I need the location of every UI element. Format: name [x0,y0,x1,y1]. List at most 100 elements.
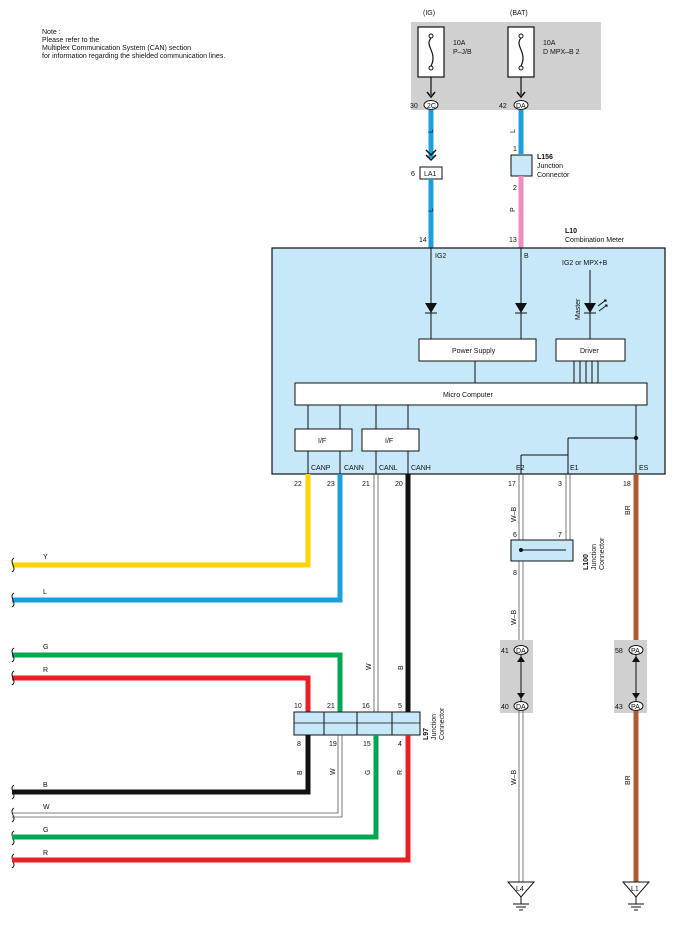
led-label: Master [575,298,582,320]
terminal-label: CANH [411,465,431,472]
wire-y [12,474,311,568]
wire-break-marks [11,557,15,869]
chevron-up-icon [632,656,640,662]
chevron-down-icon [426,91,436,99]
pin-number: 22 [294,481,302,488]
component-name: Connector [537,172,570,179]
note-line: Please refer to the [42,37,99,44]
pin-number: 20 [395,481,403,488]
block-label: I/F [385,438,393,445]
ground-triangle [621,881,651,898]
connector-code: DA [516,103,526,110]
pin-number: 41 [501,648,509,655]
terminal-label: ES [639,465,649,472]
fuse-rating: 10A [453,40,466,47]
pin-number: 10 [294,703,302,710]
fuse-element-icon [428,37,434,67]
component-name: Junction [591,544,598,570]
top-wires: L LA1 6 L 14 L 1 L156 Junction Connector… [411,110,570,248]
ground-icon [628,903,644,911]
supply-label: IG2 or MPX+B [562,260,608,267]
wire-g [12,652,343,712]
ground-id: L4 [516,886,524,893]
note-block: Note : Please refer to the Multiplex Com… [42,29,225,60]
component-name: Connector [599,537,606,570]
power-supply-block [418,338,537,362]
ground-id: L1 [631,886,639,893]
junction-connector-l97: 10 21 16 5 8 19 15 4 L97 Junction Connec… [293,703,446,748]
pin-number: 19 [329,741,337,748]
left-wire-labels: Y L G R B W G R [43,554,50,857]
es-ground-path: BR PA 58 PA 43 BR L1 [614,474,651,911]
fuse-name: D MPX–B 2 [543,49,580,56]
connector-code: PA [631,648,640,655]
pin-number: 16 [362,703,370,710]
pin-number: 23 [327,481,335,488]
wire-color-label: R [43,667,48,674]
pin-number: 8 [297,741,301,748]
light-emission-icon [597,299,608,312]
component-id: L97 [423,728,430,740]
pin-number: 8 [513,570,517,577]
pin-number: 5 [398,703,402,710]
e2-ground-path: W–B 6 7 8 L100 Junction Connector W–B DA… [500,474,606,911]
pin-number: 2 [513,185,517,192]
connector-code: 2C [427,103,436,110]
pin-number: 6 [411,171,415,178]
connector-oval [513,100,529,110]
pin-number: 58 [615,648,623,655]
terminal-label: IG2 [435,253,446,260]
micro-computer-block [294,382,648,406]
wire-color-label: W [43,804,50,811]
terminal-label: CANP [311,465,331,472]
terminal-label: CANN [344,465,364,472]
wire-color-label: Y [43,554,48,561]
note-line: for information regarding the shielded c… [42,53,225,60]
wire-color-label: W [330,768,337,775]
interface-block-1 [294,428,353,452]
if-bus-lines [307,405,409,429]
wire-b [12,735,311,795]
driver-bus [573,361,599,383]
pin-number: 6 [513,532,517,539]
fuse-rating: 10A [543,40,556,47]
fuse-name: P–J/B [453,49,472,56]
pin-number: 21 [362,481,370,488]
terminal-label: E2 [516,465,525,472]
wire-r [12,735,411,863]
wire-color-label: R [397,770,404,775]
note-title: Note : [42,29,61,36]
fuse-ig: (IG) 10A P–J/B 2C 30 [410,10,501,110]
wire-color-label: P [510,207,517,212]
ground-icon [513,903,529,911]
connector-oval [628,701,644,711]
wire-color-label: G [43,644,48,651]
chevron-down-icon [517,693,525,699]
driver-block [555,338,626,362]
component-name: Combination Meter [565,237,625,244]
wire-color-label: L [510,129,517,133]
pin-number: 14 [419,237,427,244]
connector-oval [513,701,529,711]
terminal-label: E1 [570,465,579,472]
connector-oval [628,645,644,655]
wire-color-label: W–B [511,507,518,523]
diode-icon [515,303,527,313]
pin-number: 30 [410,103,418,110]
pin-number: 7 [558,532,562,539]
wire-color-label: B [43,782,48,789]
chevron-down-icon [632,693,640,699]
pin-number: 43 [615,704,623,711]
chevron-down-icon [425,149,437,162]
wire-color-label: W–B [511,770,518,786]
wire-color-label: R [43,850,48,857]
wire-color-label: L [43,589,47,596]
diode-icon [425,303,437,313]
meter-pins: 22 23 21 20 17 3 18 [294,481,631,488]
wire-color-label: G [365,770,372,775]
block-label: Micro Computer [443,392,493,399]
wire-l [12,474,343,603]
component-name: Connector [439,707,446,740]
component-id: L100 [583,554,590,570]
